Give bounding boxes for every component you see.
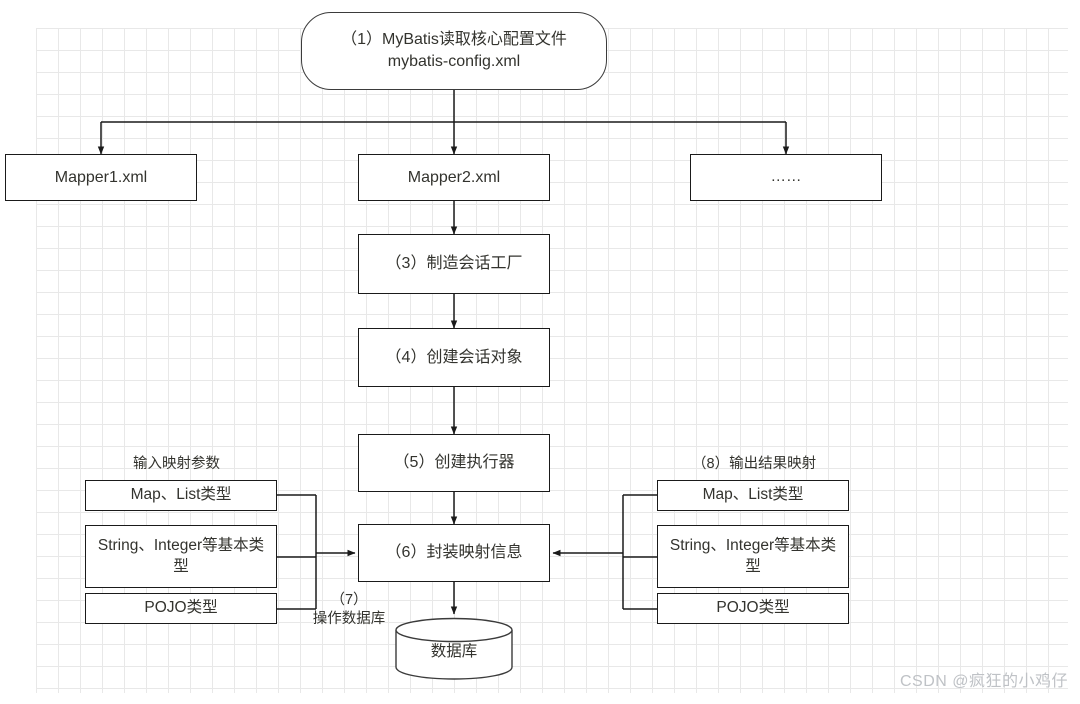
- label-input-mapping: 输入映射参数: [133, 456, 220, 472]
- node-output-type-basic[interactable]: String、Integer等基本类型: [657, 525, 849, 588]
- node-step5-executor[interactable]: （5）创建执行器: [358, 434, 550, 492]
- node-mapper1[interactable]: Mapper1.xml: [5, 154, 197, 201]
- node-input-type-map-list[interactable]: Map、List类型: [85, 480, 277, 511]
- node-database[interactable]: 数据库: [395, 617, 513, 680]
- watermark: CSDN @疯狂的小鸡仔: [899, 673, 1068, 690]
- node-input-type-pojo[interactable]: POJO类型: [85, 593, 277, 624]
- node-step4-session-object[interactable]: （4）创建会话对象: [358, 328, 550, 387]
- database-cylinder-icon: [395, 617, 513, 680]
- node-mapper-more[interactable]: ……: [690, 154, 882, 201]
- label-operate-database-line1: （7）: [330, 592, 368, 608]
- node-read-config-line2: mybatis-config.xml: [387, 53, 521, 70]
- node-read-config-line1: （1）MyBatis读取核心配置文件: [341, 31, 567, 49]
- node-mapper2[interactable]: Mapper2.xml: [358, 154, 550, 201]
- node-read-config[interactable]: （1）MyBatis读取核心配置文件 mybatis-config.xml: [301, 12, 607, 90]
- node-step6-mapping-info[interactable]: （6）封装映射信息: [358, 524, 550, 582]
- label-operate-database-line2: 操作数据库: [312, 610, 386, 627]
- node-database-label: 数据库: [430, 643, 478, 660]
- node-step3-session-factory[interactable]: （3）制造会话工厂: [358, 234, 550, 294]
- node-output-type-map-list[interactable]: Map、List类型: [657, 480, 849, 511]
- label-operate-database: （7） 操作数据库: [306, 591, 392, 629]
- node-output-type-pojo[interactable]: POJO类型: [657, 593, 849, 624]
- node-input-type-basic[interactable]: String、Integer等基本类型: [85, 525, 277, 588]
- label-output-mapping: （8）输出结果映射: [692, 456, 817, 472]
